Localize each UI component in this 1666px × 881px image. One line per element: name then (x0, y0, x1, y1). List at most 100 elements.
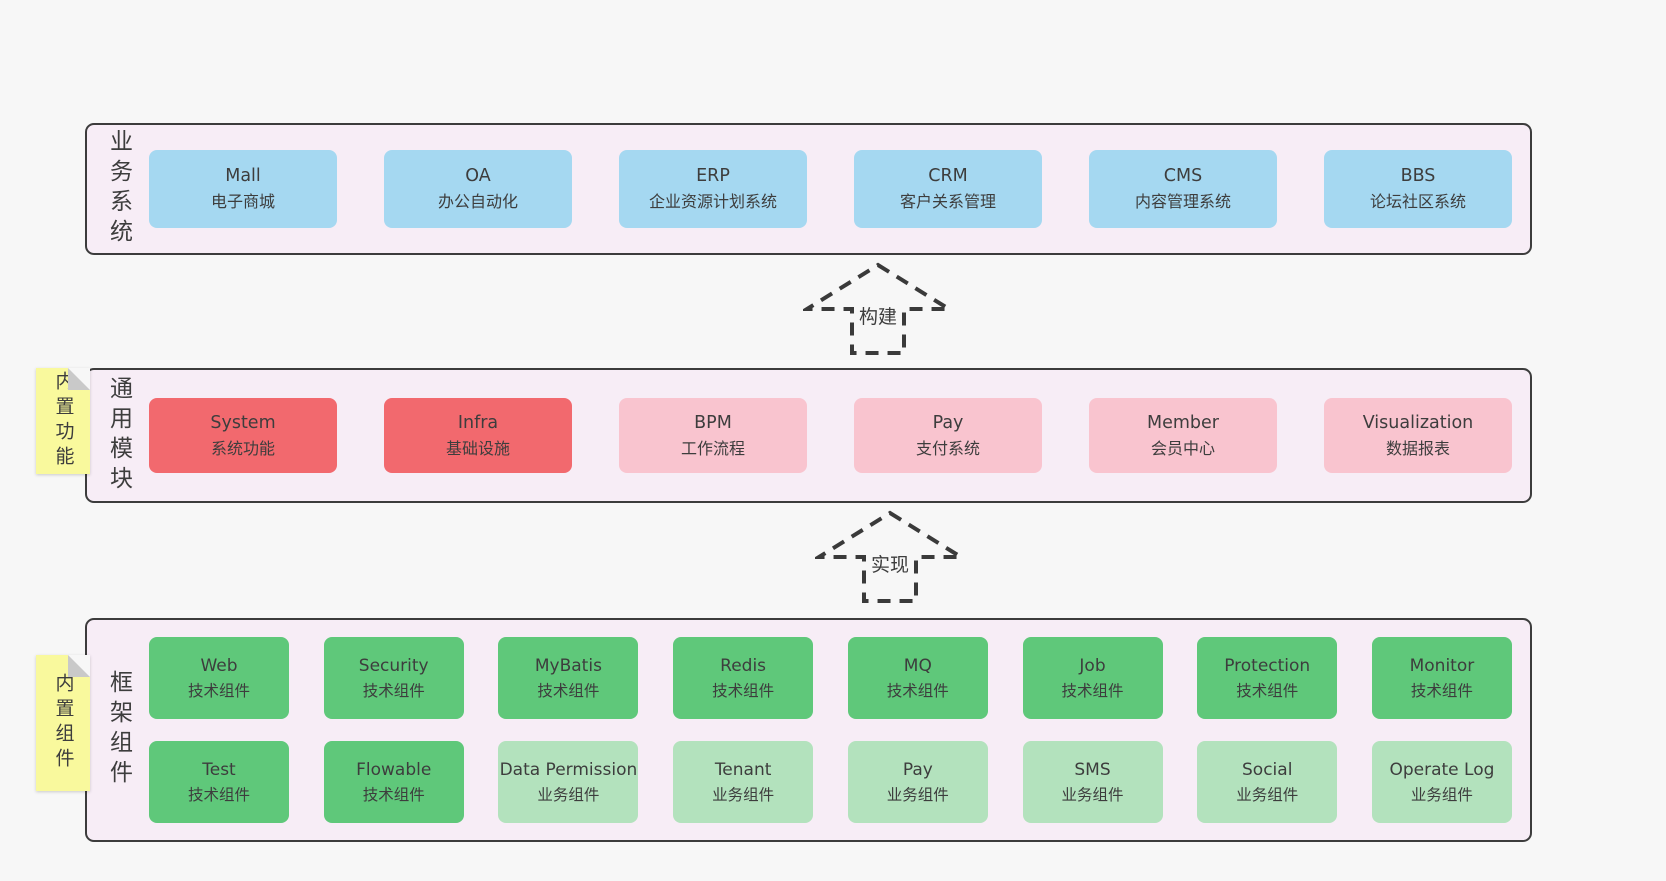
node-subtitle: 技术组件 (1061, 682, 1124, 701)
node-infra: Infra 基础设施 (384, 398, 572, 473)
node-visualization: Visualization 数据报表 (1324, 398, 1512, 473)
component-row-2: Test 技术组件 Flowable 技术组件 Data Permission … (149, 741, 1512, 823)
node-subtitle: 业务组件 (712, 786, 775, 805)
node-security: Security 技术组件 (323, 637, 464, 719)
node-flowable: Flowable 技术组件 (323, 741, 464, 823)
node-pay: Pay 支付系统 (854, 398, 1042, 473)
implement-arrow: 实现 (815, 508, 965, 606)
band-label-text: 框架组件 (105, 670, 132, 790)
node-bbs: BBS 论坛社区系统 (1324, 150, 1512, 228)
node-name: Pay (932, 412, 964, 433)
node-name: Tenant (714, 759, 772, 780)
arrow-label: 构建 (855, 302, 901, 329)
node-mall: Mall 电子商城 (149, 150, 337, 228)
node-subtitle: 会员中心 (1150, 438, 1215, 458)
node-name: Security (358, 655, 429, 676)
sticky-label: 内置组件 (52, 673, 75, 773)
node-name: MyBatis (534, 655, 602, 676)
node-subtitle: 技术组件 (187, 786, 250, 805)
node-subtitle: 工作流程 (680, 438, 745, 458)
node-subtitle: 业务组件 (1410, 786, 1473, 805)
node-subtitle: 技术组件 (712, 682, 775, 701)
component-row-1: Web 技术组件 Security 技术组件 MyBatis 技术组件 Redi… (149, 637, 1512, 719)
node-name: Web (200, 655, 238, 676)
node-web: Web 技术组件 (149, 637, 289, 719)
node-name: MQ (903, 655, 932, 676)
node-subtitle: 业务组件 (1061, 786, 1124, 805)
node-erp: ERP 企业资源计划系统 (619, 150, 807, 228)
node-subtitle: 技术组件 (886, 682, 949, 701)
node-name: BBS (1400, 166, 1436, 187)
node-subtitle: 电子商城 (210, 192, 275, 212)
node-subtitle: 支付系统 (915, 438, 980, 458)
node-mq: MQ 技术组件 (847, 637, 988, 719)
node-name: ERP (696, 166, 730, 187)
node-name: Protection (1224, 655, 1311, 676)
node-name: System (210, 412, 276, 433)
node-name: Flowable (356, 759, 432, 780)
node-subtitle: 技术组件 (362, 682, 425, 701)
node-subtitle: 业务组件 (1236, 786, 1299, 805)
node-subtitle: 客户关系管理 (899, 192, 996, 212)
node-name: Test (202, 759, 236, 780)
node-subtitle: 技术组件 (187, 682, 250, 701)
node-subtitle: 业务组件 (886, 786, 949, 805)
dashed-up-arrow-icon (803, 262, 953, 355)
sticky-note-builtin-features: 内置功能 (36, 368, 90, 474)
node-subtitle: 系统功能 (210, 438, 275, 458)
node-member: Member 会员中心 (1089, 398, 1277, 473)
arrow-label: 实现 (867, 550, 913, 577)
band-label: 业务系统 (87, 125, 149, 253)
node-subtitle: 内容管理系统 (1134, 192, 1231, 212)
band-business-systems: 业务系统 Mall 电子商城 OA 办公自动化 ERP 企业资源计划系统 CRM… (85, 123, 1532, 255)
node-job: Job 技术组件 (1022, 637, 1163, 719)
node-social: Social 业务组件 (1197, 741, 1338, 823)
node-subtitle: 基础设施 (445, 438, 510, 458)
node-cms: CMS 内容管理系统 (1089, 150, 1277, 228)
node-name: CRM (928, 166, 968, 187)
node-tenant: Tenant 业务组件 (673, 741, 814, 823)
node-name: Social (1242, 759, 1293, 780)
node-name: Mall (225, 166, 261, 187)
node-subtitle: 企业资源计划系统 (648, 192, 777, 212)
node-system: System 系统功能 (149, 398, 337, 473)
node-subtitle: 业务组件 (537, 786, 600, 805)
node-subtitle: 论坛社区系统 (1369, 192, 1466, 212)
node-test: Test 技术组件 (149, 741, 289, 823)
node-name: Visualization (1362, 412, 1474, 433)
node-name: Member (1147, 412, 1219, 433)
node-pay-component: Pay 业务组件 (847, 741, 988, 823)
node-name: Pay (902, 759, 933, 780)
node-subtitle: 技术组件 (1410, 682, 1473, 701)
band-label: 通用模块 (87, 370, 149, 501)
band-label-text: 通用模块 (105, 375, 132, 496)
node-name: Monitor (1409, 655, 1475, 676)
node-subtitle: 数据报表 (1385, 438, 1450, 458)
node-sms: SMS 业务组件 (1022, 741, 1163, 823)
node-name: SMS (1074, 759, 1111, 780)
sticky-note-builtin-components: 内置组件 (36, 655, 90, 791)
band-common-modules: 通用模块 System 系统功能 Infra 基础设施 BPM 工作流程 Pay… (85, 368, 1532, 503)
node-crm: CRM 客户关系管理 (854, 150, 1042, 228)
node-subtitle: 技术组件 (1236, 682, 1299, 701)
build-arrow: 构建 (803, 260, 953, 358)
node-name: CMS (1163, 166, 1203, 187)
node-oa: OA 办公自动化 (384, 150, 572, 228)
node-name: Infra (457, 412, 499, 433)
node-name: BPM (694, 412, 732, 433)
node-monitor: Monitor 技术组件 (1371, 637, 1512, 719)
node-operate-log: Operate Log 业务组件 (1371, 741, 1512, 823)
band-content: System 系统功能 Infra 基础设施 BPM 工作流程 Pay 支付系统… (149, 370, 1530, 501)
node-bpm: BPM 工作流程 (619, 398, 807, 473)
band-content: Web 技术组件 Security 技术组件 MyBatis 技术组件 Redi… (149, 620, 1530, 840)
node-name: Data Permission (499, 759, 638, 780)
band-content: Mall 电子商城 OA 办公自动化 ERP 企业资源计划系统 CRM 客户关系… (149, 125, 1530, 253)
folded-corner-icon (68, 655, 90, 677)
sticky-label: 内置功能 (52, 371, 75, 471)
band-label: 框架组件 (87, 620, 149, 840)
node-protection: Protection 技术组件 (1197, 637, 1338, 719)
node-data-permission: Data Permission 业务组件 (498, 741, 639, 823)
node-name: Redis (720, 655, 767, 676)
node-mybatis: MyBatis 技术组件 (498, 637, 639, 719)
